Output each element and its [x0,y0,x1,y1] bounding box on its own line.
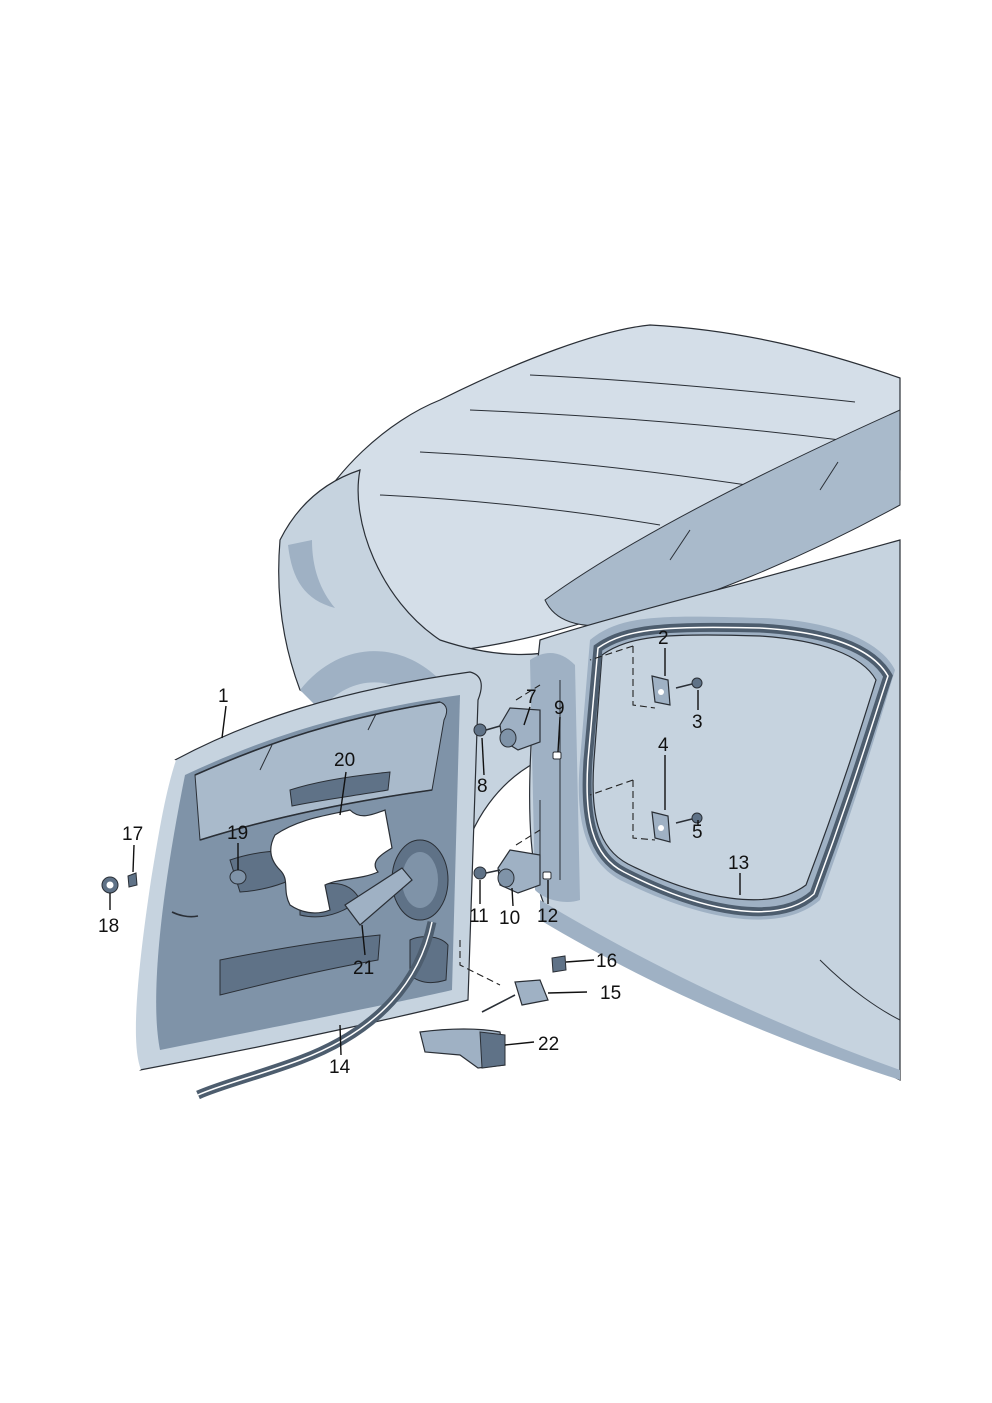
callout-11: 11 [469,906,489,927]
callout-4: 4 [658,735,669,756]
a-pillar [530,653,580,902]
door-check-strap [481,979,549,1013]
callout-3: 3 [692,712,703,733]
callout-1: 1 [218,686,229,707]
assembly-lines [459,645,656,986]
clip-17 [127,872,138,888]
upper-hinge [499,707,541,751]
cap-upper [552,751,562,760]
leader-lines [109,648,741,1056]
callout-20: 20 [334,750,355,771]
callout-13: 13 [728,853,749,874]
callout-9: 9 [554,698,565,719]
striker-plate-upper [651,675,671,706]
damping-pad [344,867,413,926]
striker-plate-lower [651,811,671,843]
hinge-bolt-lower [473,866,501,880]
callout-10: 10 [499,908,520,929]
callout-labels: 1 2 3 4 5 7 8 9 10 11 12 13 14 15 16 17 … [98,628,749,1078]
callout-19: 19 [227,823,248,844]
callout-7: 7 [526,687,537,708]
plug-19 [229,869,247,885]
lower-hinge [497,849,541,894]
callout-21: 21 [353,958,374,979]
callout-8: 8 [477,776,488,797]
headlight [288,540,335,608]
nut-18 [101,876,119,894]
callout-2: 2 [658,628,669,649]
callout-16: 16 [596,951,617,972]
striker-bolt-lower [675,812,703,824]
callout-18: 18 [98,916,119,937]
callout-14: 14 [329,1057,351,1078]
rocker-panel [540,900,900,1080]
cap-lower [542,871,552,880]
callout-22: 22 [538,1034,559,1055]
callout-15: 15 [600,983,621,1004]
callout-5: 5 [692,822,703,843]
striker-bolt-upper [675,677,703,689]
sealing-foil [270,809,393,914]
callout-17: 17 [122,824,143,845]
check-housing [419,1028,506,1069]
check-bolt [551,955,567,973]
callout-12: 12 [537,906,558,927]
hinge-bolt-upper [473,723,501,737]
wheel-arch [300,651,440,710]
